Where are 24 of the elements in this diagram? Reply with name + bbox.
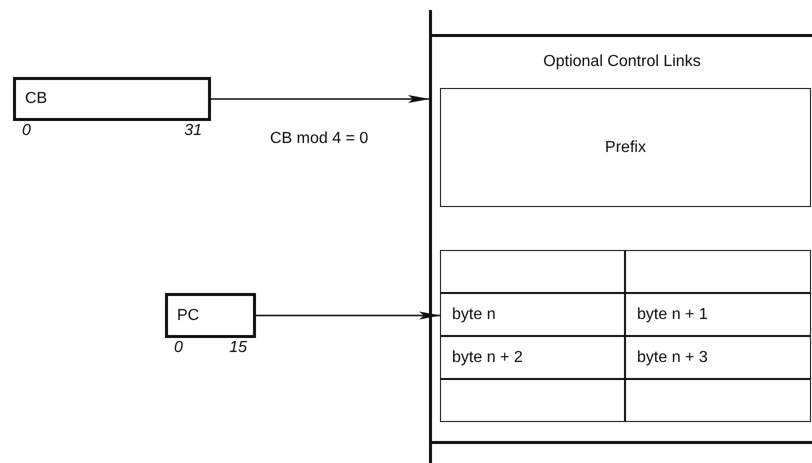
byte-cell [625, 336, 811, 379]
field-label: byte n [452, 306, 496, 324]
empty-cell [440, 379, 625, 422]
arrow [256, 312, 441, 320]
empty-cell [625, 379, 811, 422]
bit-number: 15 [229, 339, 247, 357]
register-name: CB [25, 90, 48, 108]
byte-cell [625, 293, 811, 336]
empty-cell [625, 250, 811, 293]
field-label: byte n + 3 [637, 348, 708, 366]
register-name: PC [177, 306, 200, 324]
byte-cell [440, 336, 625, 379]
field-label: byte n + 2 [452, 348, 523, 366]
prefix-box [440, 88, 811, 207]
field-label: byte n + 1 [637, 306, 708, 324]
bit-number: 0 [22, 122, 31, 140]
bit-number: 31 [184, 122, 202, 140]
memory-segment [429, 34, 812, 444]
bit-number: 0 [174, 339, 183, 357]
empty-cell [440, 250, 625, 293]
region-heading: Optional Control Links [542, 53, 702, 71]
arrow [211, 95, 430, 103]
byte-cell [440, 293, 625, 336]
field-label: Prefix [605, 138, 646, 156]
